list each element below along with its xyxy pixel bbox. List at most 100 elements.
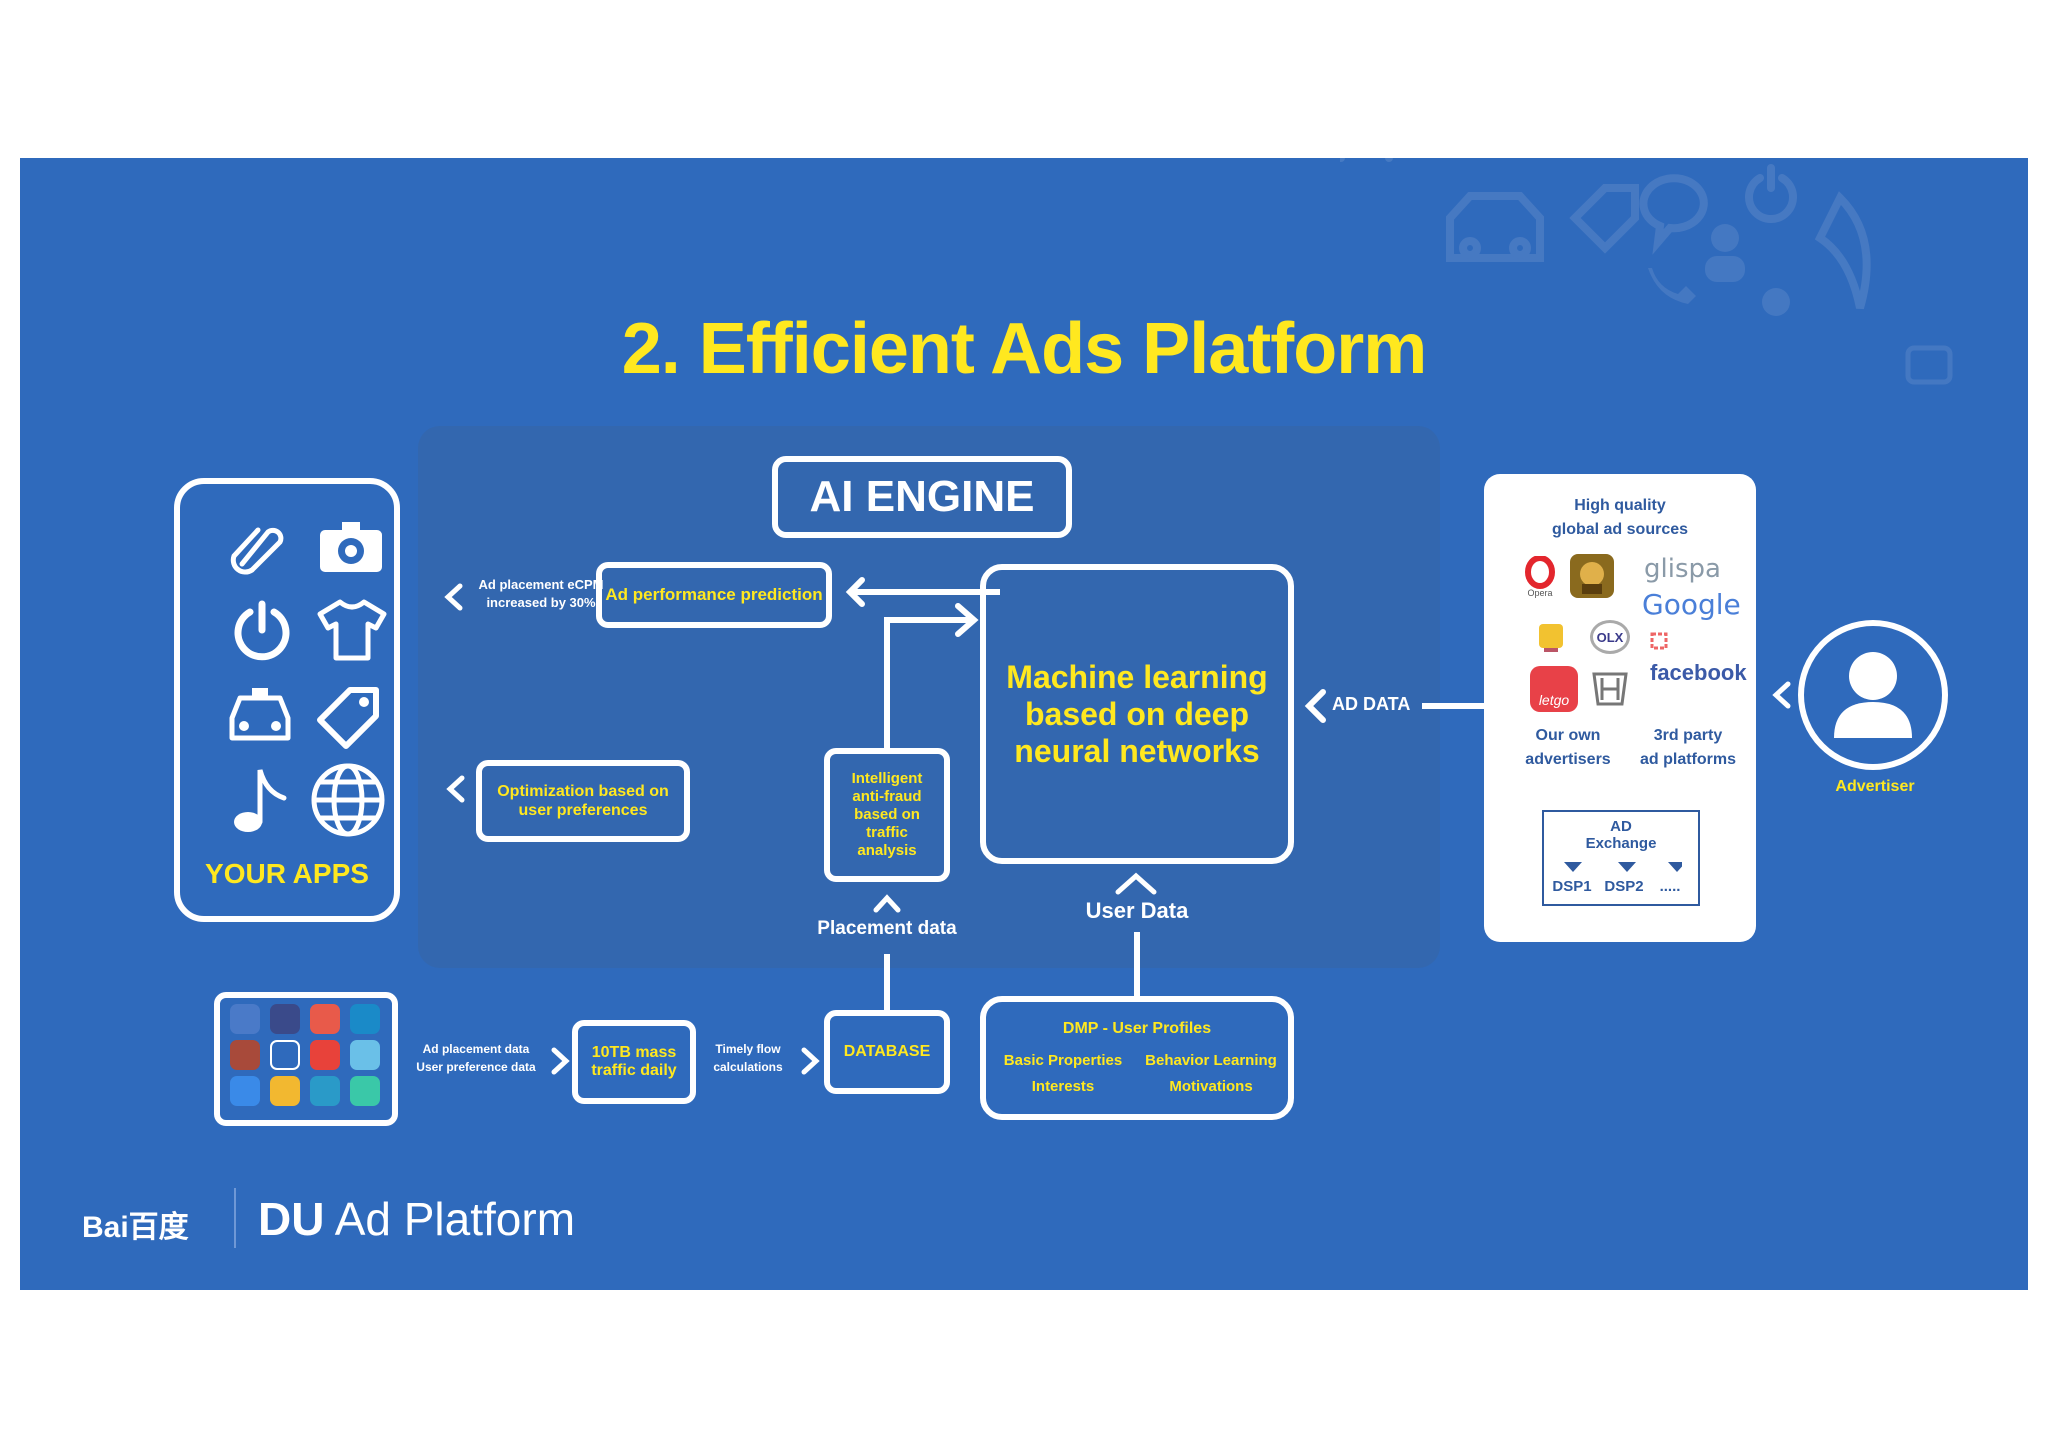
ecpm-note-line-1: Ad placement eCPM bbox=[478, 577, 604, 592]
antifraud-line-4: traffic bbox=[866, 824, 908, 841]
own-advertisers-label: Our own advertisers bbox=[1520, 724, 1616, 772]
ad-data-label: AD DATA bbox=[1332, 694, 1411, 714]
ad-sources-heading: High quality global ad sources bbox=[1484, 494, 1756, 542]
antifraud-line-1: Intelligent bbox=[851, 770, 923, 787]
camera-icon bbox=[320, 522, 382, 572]
app-tile-2 bbox=[270, 1004, 300, 1034]
placement-line bbox=[884, 954, 890, 1012]
square-logo-icon bbox=[1650, 632, 1668, 650]
olx-logo: OLX bbox=[1590, 620, 1630, 654]
opera-logo-icon bbox=[1525, 556, 1555, 589]
car-icon bbox=[229, 688, 291, 741]
traffic-line-2: traffic daily bbox=[591, 1062, 677, 1079]
optimization-box: Optimization based on user preferences bbox=[476, 760, 690, 842]
advertiser-label: Advertiser bbox=[1835, 778, 1915, 795]
chevron-right-icon-2 bbox=[801, 1047, 820, 1075]
footer-divider bbox=[234, 1188, 236, 1248]
your-apps-panel bbox=[174, 478, 400, 922]
google-logo: Google bbox=[1642, 588, 1741, 621]
small-app-logo-icon bbox=[1539, 624, 1563, 652]
dsp-arrows-icon bbox=[1564, 862, 1682, 872]
ad-placement-data-line-2: User preference data bbox=[416, 1060, 536, 1074]
third-line-1: 3rd party bbox=[1653, 727, 1723, 744]
traffic-box: 10TB mass traffic daily bbox=[572, 1020, 696, 1104]
timely-line-2: calculations bbox=[713, 1060, 783, 1074]
app-tile-4 bbox=[350, 1004, 380, 1034]
app-tile-6 bbox=[270, 1040, 300, 1070]
chevron-right-icon-1 bbox=[551, 1047, 570, 1075]
glispa-logo: glispa bbox=[1644, 554, 1721, 584]
background-decoration-icons bbox=[1340, 158, 1953, 385]
ad-exchange-box bbox=[1542, 810, 1700, 906]
du-text: DU bbox=[258, 1193, 325, 1245]
page-title: 2. Efficient Ads Platform bbox=[621, 309, 1427, 389]
app-tile-7 bbox=[310, 1040, 340, 1070]
antifraud-line-5: analysis bbox=[857, 842, 917, 859]
apps-grid-panel bbox=[214, 992, 398, 1126]
slide: 2. Efficient Ads Platform AI ENGINE bbox=[20, 158, 2028, 1290]
optimization-line-2: user preferences bbox=[518, 802, 648, 819]
ad-sources-heading-line-2: global ad sources bbox=[1551, 521, 1689, 538]
dmp-behavior-learning: Behavior Learning bbox=[1145, 1052, 1277, 1069]
antifraud-line-3: based on bbox=[854, 806, 920, 823]
music-note-icon bbox=[234, 769, 287, 832]
ecpm-note: Ad placement eCPM increased by 30% bbox=[466, 576, 616, 612]
optimization-line-1: Optimization based on bbox=[497, 783, 669, 800]
antifraud-line-2: anti-fraud bbox=[852, 788, 922, 805]
chevron-left-icon-optimization bbox=[446, 775, 465, 803]
ad-data-line bbox=[1422, 703, 1486, 709]
own-line-2: advertisers bbox=[1525, 751, 1611, 768]
tshirt-icon bbox=[317, 599, 387, 661]
ad-performance-box: Ad performance prediction bbox=[596, 562, 832, 628]
advertiser-avatar bbox=[1798, 620, 1948, 770]
globe-icon bbox=[311, 763, 385, 837]
third-line-2: ad platforms bbox=[1639, 751, 1736, 768]
ad-sources-heading-line-1: High quality bbox=[1574, 497, 1666, 514]
app-tile-11 bbox=[310, 1076, 340, 1106]
ad-exchange-label: AD Exchange bbox=[1542, 818, 1700, 852]
ad-placement-data-line-1: Ad placement data bbox=[422, 1042, 530, 1056]
your-apps-label: YOUR APPS bbox=[205, 858, 369, 889]
user-data-line bbox=[1134, 932, 1140, 1002]
chevron-left-icon bbox=[444, 583, 463, 611]
dmp-interests: Interests bbox=[1031, 1078, 1095, 1095]
chevron-left-icon-advertiser bbox=[1772, 681, 1791, 709]
antifraud-box: Intelligent anti-fraud based on traffic … bbox=[824, 748, 950, 882]
third-party-label: 3rd party ad platforms bbox=[1630, 724, 1746, 772]
arrow-to-ad-performance bbox=[845, 577, 1000, 607]
paperclip-icon bbox=[230, 527, 284, 575]
honda-logo-icon bbox=[1592, 672, 1628, 706]
chevron-up-icon-placement bbox=[873, 894, 901, 913]
ad-exchange-line-2: Exchange bbox=[1585, 835, 1657, 852]
own-line-1: Our own bbox=[1535, 727, 1601, 744]
game-app-logo-icon bbox=[1570, 554, 1614, 598]
opera-label: Opera bbox=[1527, 588, 1553, 598]
dsp1-label: DSP1 bbox=[1552, 878, 1592, 895]
app-tile-8 bbox=[350, 1040, 380, 1070]
app-tile-10 bbox=[270, 1076, 300, 1106]
power-icon bbox=[234, 600, 290, 661]
machine-learning-box: Machine learning based on deep neural ne… bbox=[980, 564, 1294, 864]
app-tile-3 bbox=[310, 1004, 340, 1034]
chevron-left-icon-ad-data bbox=[1304, 689, 1326, 723]
timely-line-1: Timely flow bbox=[715, 1042, 781, 1056]
dsp2-label: DSP2 bbox=[1604, 878, 1644, 895]
dmp-title: DMP - User Profiles bbox=[1062, 1020, 1212, 1037]
dmp-box bbox=[980, 996, 1294, 1120]
ai-engine-label: AI ENGINE bbox=[772, 456, 1072, 538]
placement-data-label: Placement data bbox=[817, 918, 957, 939]
baidu-logo: Bai百度 bbox=[82, 1211, 189, 1244]
dmp-basic-properties: Basic Properties bbox=[1003, 1052, 1123, 1069]
dsp-more-label: ..... bbox=[1659, 878, 1681, 895]
user-data-label: User Data bbox=[1085, 898, 1189, 923]
arrow-antifraud-to-ml bbox=[884, 603, 979, 752]
ecpm-note-line-2: increased by 30% bbox=[486, 595, 596, 610]
user-icon bbox=[1834, 652, 1912, 738]
traffic-line-1: 10TB mass bbox=[591, 1044, 677, 1061]
chevron-up-icon-user-data bbox=[1115, 872, 1157, 895]
du-ad-platform-logo: DU Ad Platform bbox=[258, 1192, 575, 1246]
ad-exchange-line-1: AD bbox=[1610, 818, 1632, 835]
app-tile-1 bbox=[230, 1004, 260, 1034]
app-tile-12 bbox=[350, 1076, 380, 1106]
ad-placement-data-note: Ad placement data User preference data bbox=[406, 1040, 546, 1076]
